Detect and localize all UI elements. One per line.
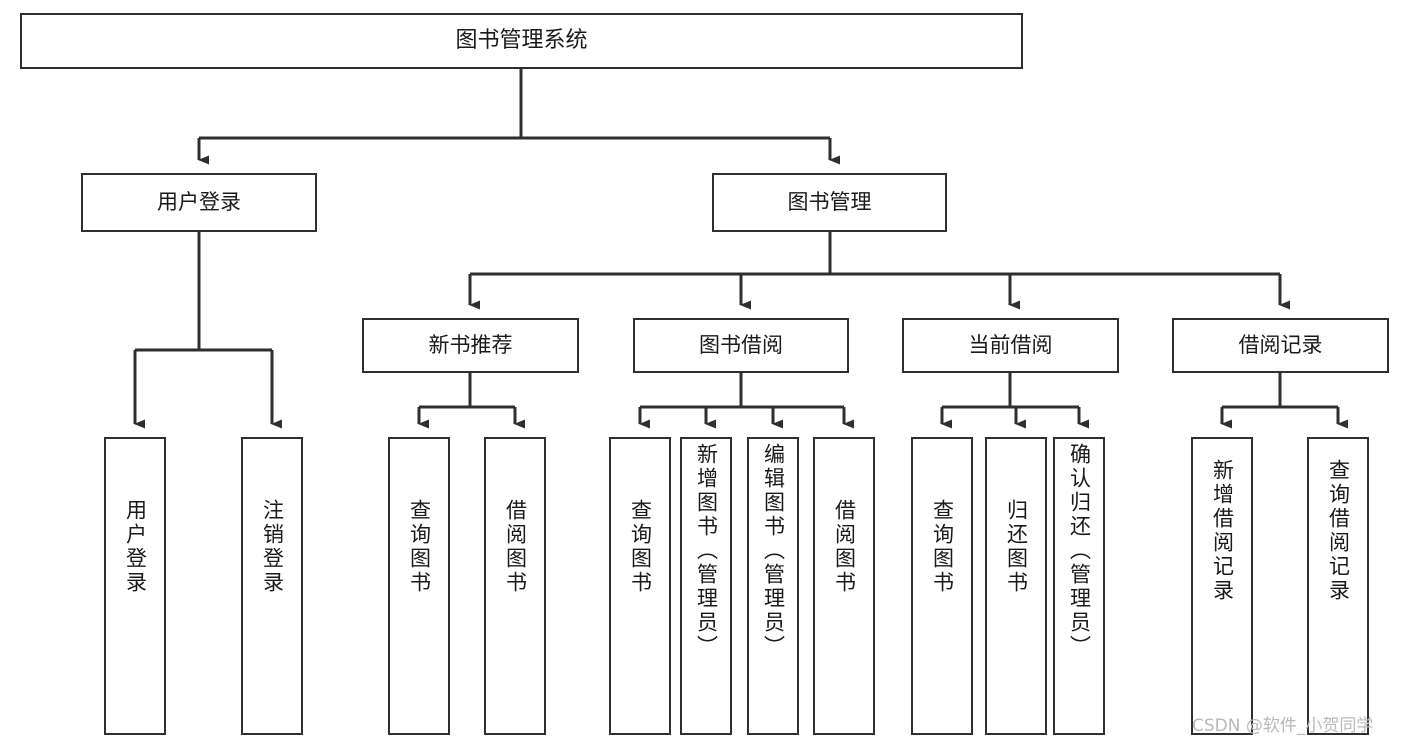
node-leaf-borrow-book-2-label: 借阅图书: [832, 499, 857, 595]
node-book-manage-label: 图书管理: [787, 190, 872, 215]
node-leaf-borrow-book-2[interactable]: 借阅图书: [813, 437, 875, 735]
node-leaf-query-book-1-label: 查询图书: [407, 499, 432, 595]
node-leaf-query-record[interactable]: 查询借阅记录: [1307, 437, 1369, 735]
node-leaf-borrow-book-1[interactable]: 借阅图书: [484, 437, 546, 735]
node-leaf-query-book-3-label: 查询图书: [930, 499, 955, 595]
node-borrow-record-label: 借阅记录: [1238, 333, 1323, 358]
node-root-label: 图书管理系统: [455, 28, 588, 54]
node-book-borrow[interactable]: 图书借阅: [633, 318, 849, 373]
node-leaf-query-book-1[interactable]: 查询图书: [388, 437, 450, 735]
node-book-manage[interactable]: 图书管理: [712, 173, 947, 232]
node-current-borrow[interactable]: 当前借阅: [902, 318, 1119, 373]
node-user-login-label: 用户登录: [157, 190, 241, 215]
csdn-watermark: CSDN @软件_小贺同学: [1192, 716, 1374, 736]
node-leaf-edit-book[interactable]: 编辑图书（管理员）: [747, 437, 799, 735]
node-leaf-user-login-label: 用户登录: [123, 499, 148, 595]
node-leaf-user-login[interactable]: 用户登录: [104, 437, 166, 735]
node-leaf-query-book-2[interactable]: 查询图书: [609, 437, 671, 735]
node-leaf-logout-label: 注销登录: [260, 499, 285, 595]
node-new-book-recommend[interactable]: 新书推荐: [362, 318, 579, 373]
node-book-borrow-label: 图书借阅: [699, 333, 783, 358]
node-leaf-query-book-2-label: 查询图书: [628, 499, 653, 595]
node-leaf-return-book-label: 归还图书: [1004, 499, 1029, 595]
node-leaf-borrow-book-1-label: 借阅图书: [503, 499, 528, 595]
node-leaf-query-record-label: 查询借阅记录: [1326, 459, 1351, 603]
node-leaf-add-book[interactable]: 新增图书（管理员）: [680, 437, 732, 735]
node-current-borrow-label: 当前借阅: [968, 333, 1053, 358]
node-leaf-edit-book-label: 编辑图书（管理员）: [761, 443, 786, 659]
node-leaf-logout[interactable]: 注销登录: [241, 437, 303, 735]
node-leaf-add-record-label: 新增借阅记录: [1210, 459, 1235, 603]
node-leaf-query-book-3[interactable]: 查询图书: [911, 437, 973, 735]
node-borrow-record[interactable]: 借阅记录: [1172, 318, 1389, 373]
node-leaf-confirm-return-label: 确认归还（管理员）: [1067, 443, 1092, 659]
node-new-book-recommend-label: 新书推荐: [428, 333, 513, 358]
node-root[interactable]: 图书管理系统: [20, 13, 1023, 69]
node-leaf-confirm-return[interactable]: 确认归还（管理员）: [1053, 437, 1105, 735]
node-leaf-add-record[interactable]: 新增借阅记录: [1191, 437, 1253, 735]
node-leaf-return-book[interactable]: 归还图书: [985, 437, 1047, 735]
node-user-login[interactable]: 用户登录: [81, 173, 317, 232]
node-leaf-add-book-label: 新增图书（管理员）: [694, 443, 719, 659]
